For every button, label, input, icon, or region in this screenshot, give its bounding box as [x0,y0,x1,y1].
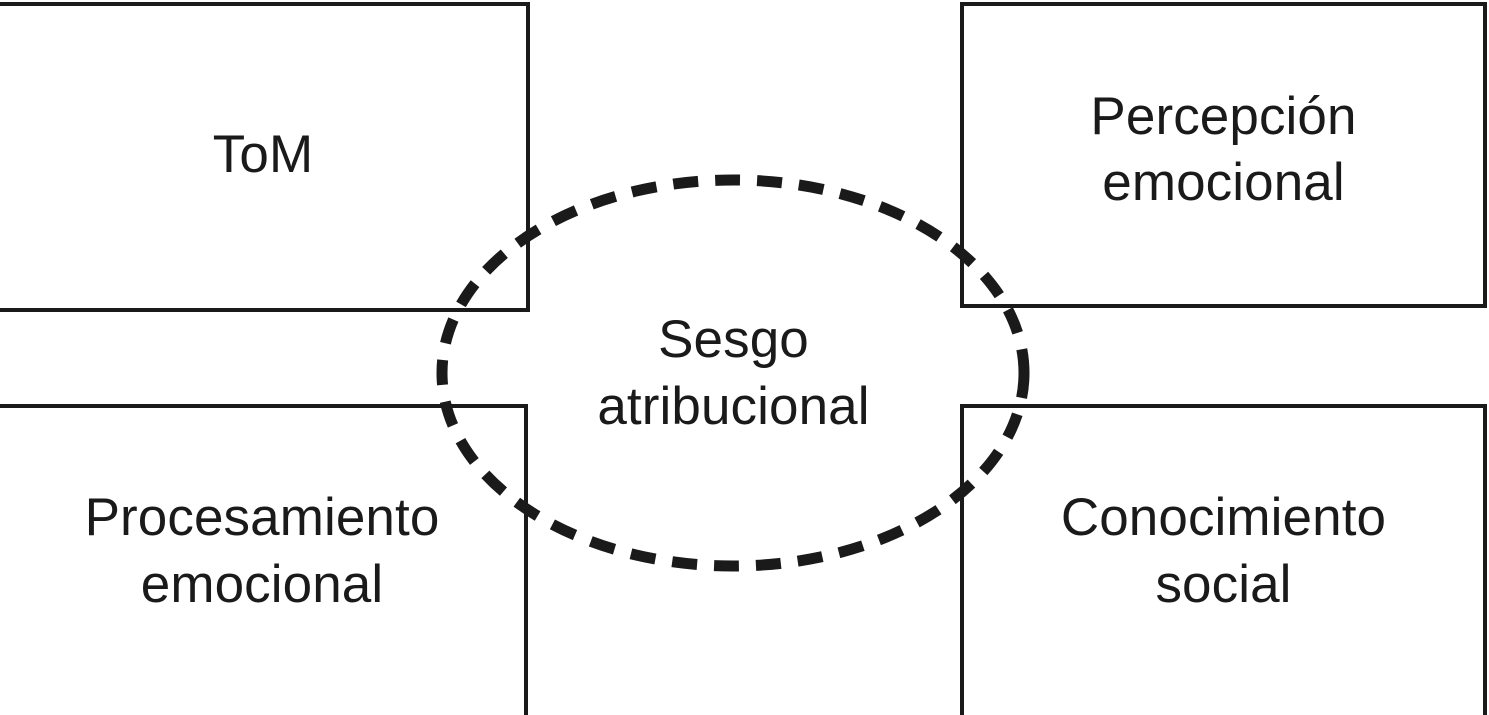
box-percepcion-emocional[interactable]: Percepción emocional [960,2,1487,308]
box-tom[interactable]: ToM [0,2,530,312]
box-tom-label: ToM [212,124,314,184]
box-conocimiento-social-label: Conocimiento social [1060,488,1387,614]
box-percepcion-emocional-label: Percepción emocional [1090,86,1357,212]
box-procesamiento-emocional-label: Procesamiento emocional [84,488,440,614]
node-sesgo-atribucional[interactable]: Sesgo atribucional [437,175,1030,572]
node-sesgo-atribucional-label: Sesgo atribucional [597,310,870,436]
box-conocimiento-social[interactable]: Conocimiento social [960,404,1487,715]
